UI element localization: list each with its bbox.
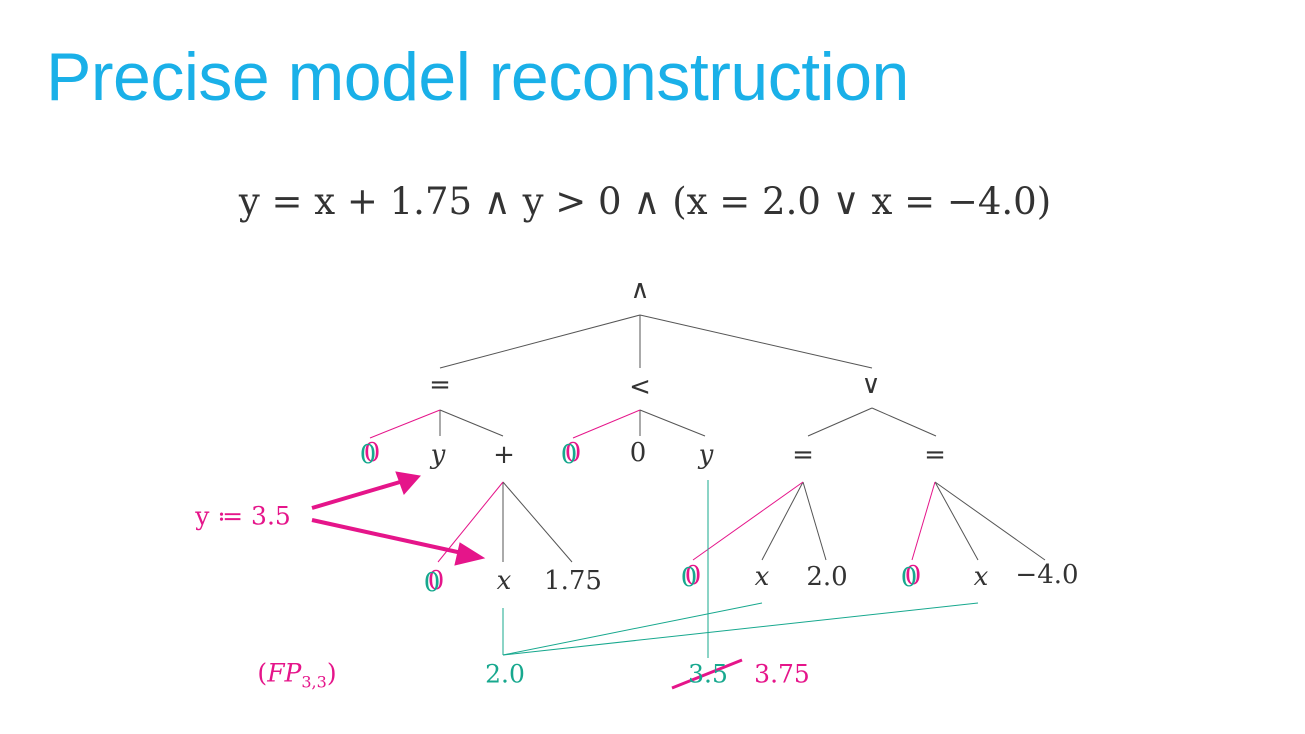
node-20: 2.0 <box>806 562 848 592</box>
assignment-label: y ≔ 3.5 <box>195 501 291 531</box>
arrow-to-y <box>311 480 401 510</box>
edge-eq-zero <box>369 409 441 439</box>
strike-line <box>671 658 743 690</box>
node-y-eq: y <box>430 440 446 470</box>
edge-plus-175 <box>502 481 573 563</box>
node-or: ∨ <box>861 370 881 400</box>
node-x-eq2: x <box>973 562 989 592</box>
fp-label: (FP3,3) <box>257 658 337 692</box>
node-m40: −4.0 <box>1015 560 1079 590</box>
edge-root-eq <box>439 314 641 369</box>
edge-root-or <box>639 314 873 369</box>
edge-lt-zero-inserted <box>572 409 641 439</box>
slide-title: Precise model reconstruction <box>46 39 909 115</box>
arrowhead-x <box>454 542 486 566</box>
node-zero-lt: 0 <box>629 438 647 468</box>
node-plus: + <box>493 440 515 470</box>
edge-eq1-x <box>761 481 804 561</box>
arrowhead-y <box>395 471 421 495</box>
node-y-lt: y <box>698 440 714 470</box>
node-lt: < <box>629 372 651 402</box>
edge-eq-plus <box>439 409 504 437</box>
node-175: 1.75 <box>544 566 602 596</box>
y-value-struck: 3.5 <box>688 659 728 689</box>
arrow-to-x <box>311 518 463 555</box>
node-eq1: = <box>792 440 814 470</box>
node-x-plus: x <box>496 566 512 596</box>
node-eq2: = <box>924 440 946 470</box>
edge-eq1-20 <box>802 481 827 561</box>
edge-eq1-zero <box>692 481 804 561</box>
formula: y = x + 1.75 ∧ y > 0 ∧ (x = 2.0 ∨ x = −4… <box>238 180 1052 223</box>
edge-eq2-x <box>934 481 979 561</box>
flow-x-eq2 <box>502 602 979 656</box>
y-value-new: 3.75 <box>754 659 810 689</box>
edge-eq2-m40 <box>934 481 1046 561</box>
flow-x-eq1 <box>502 602 763 656</box>
edge-lt-y <box>639 409 706 437</box>
x-value: 2.0 <box>485 659 525 689</box>
node-eq: = <box>429 370 451 400</box>
node-and: ∧ <box>630 275 650 305</box>
edge-eq2-zero <box>911 481 936 561</box>
node-x-eq1: x <box>754 562 770 592</box>
edge-or-eq2 <box>871 407 937 437</box>
edge-or-eq1 <box>807 407 873 437</box>
